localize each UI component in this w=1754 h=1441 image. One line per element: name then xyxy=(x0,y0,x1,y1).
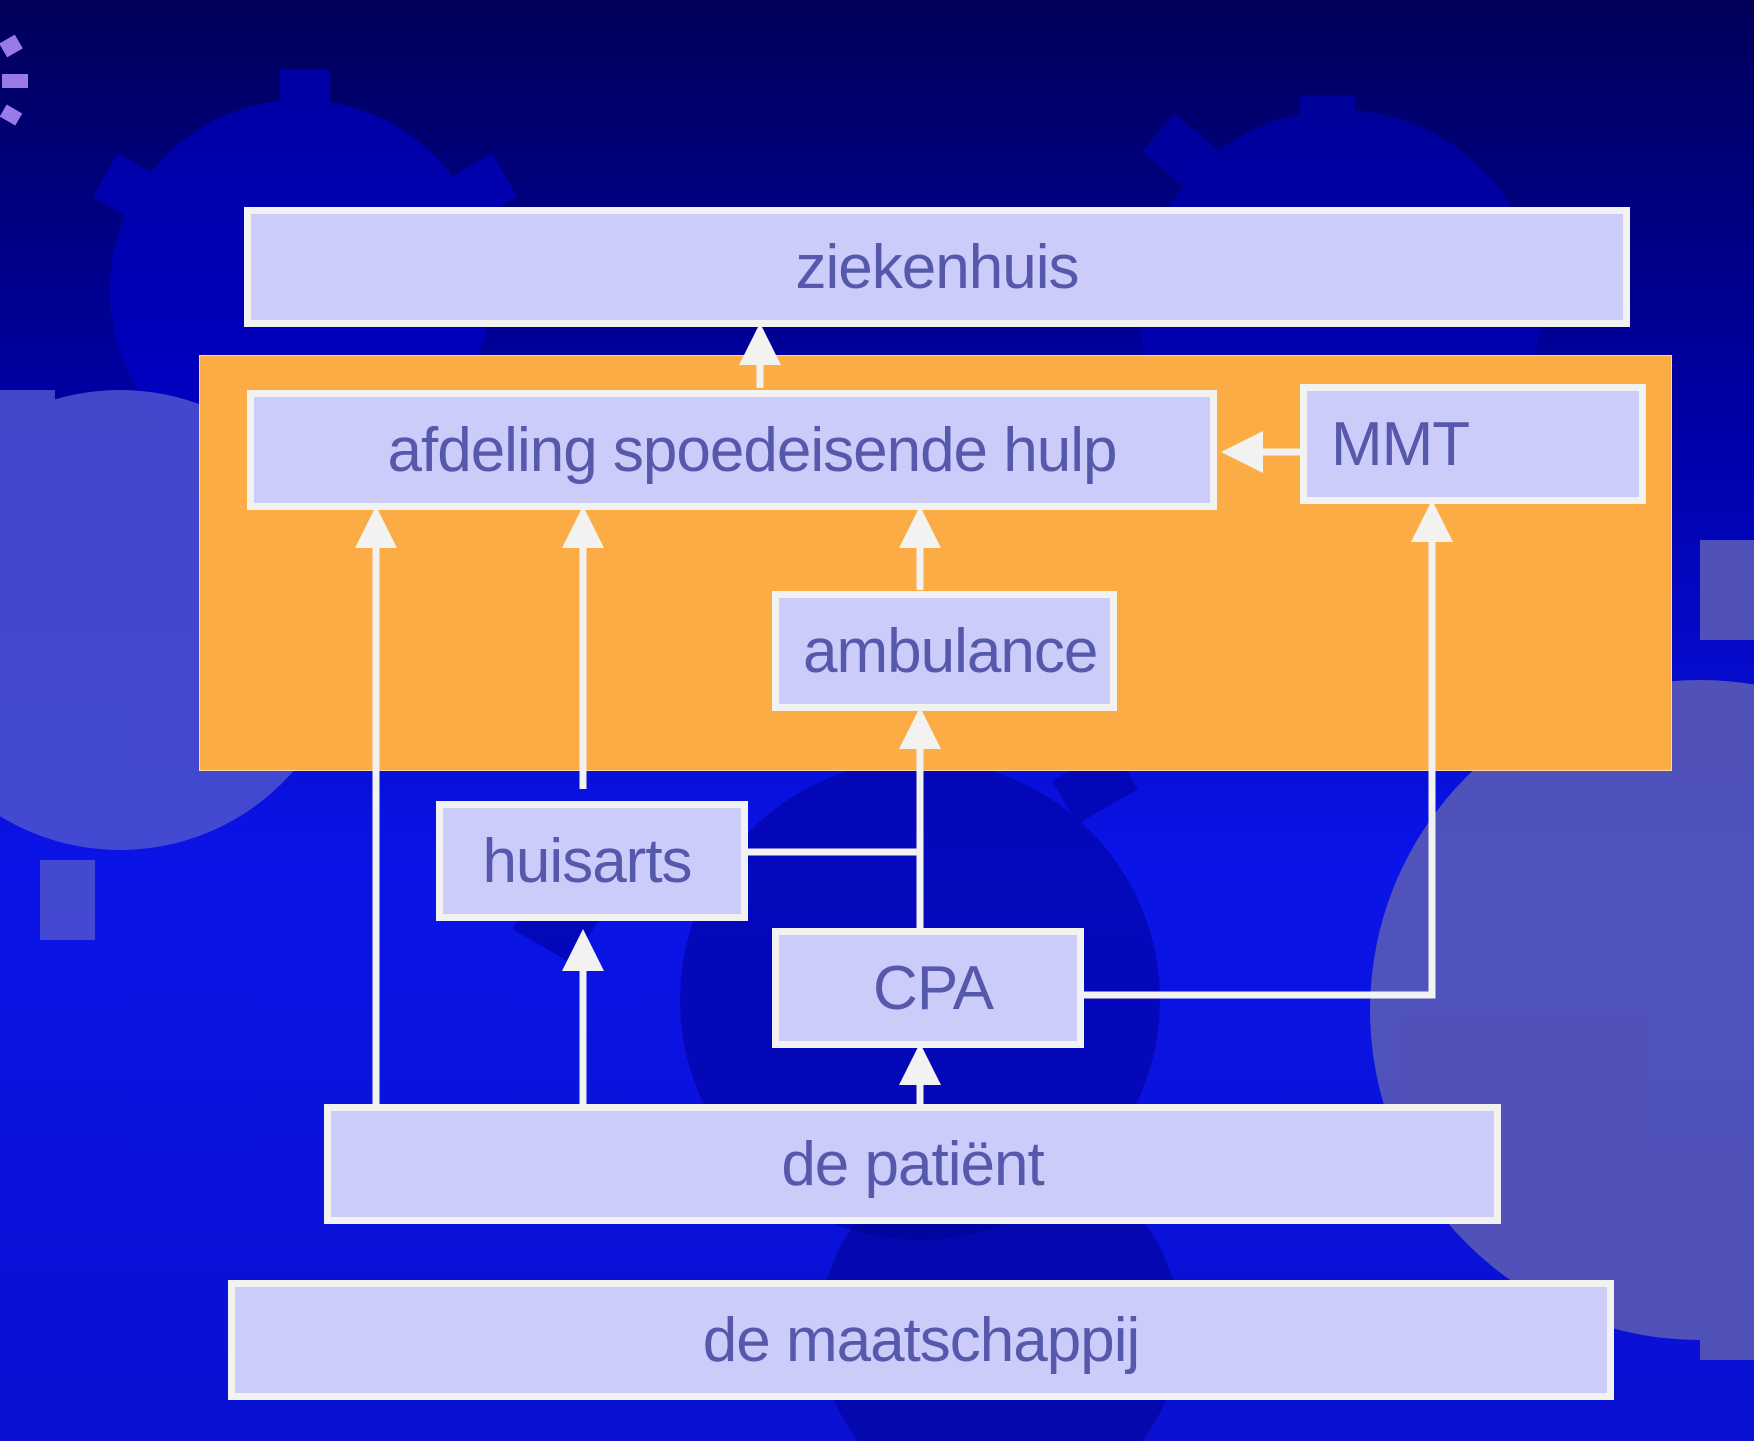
mmt-node: MMT xyxy=(1300,384,1646,504)
afdeling-spoedeisende-hulp-label: afdeling spoedeisende hulp xyxy=(387,415,1118,485)
edge-cpa-to-mmt xyxy=(1084,500,1453,999)
afdeling-spoedeisende-hulp-node: afdeling spoedeisende hulp xyxy=(247,390,1217,510)
de-patient-node: de patiënt xyxy=(324,1104,1501,1224)
gear-icon-corner xyxy=(0,34,28,126)
ambulance-label: ambulance xyxy=(803,616,1098,686)
ziekenhuis-label: ziekenhuis xyxy=(795,232,1080,302)
ambulance-node: ambulance xyxy=(772,591,1117,711)
cpa-node: CPA xyxy=(772,928,1084,1048)
cpa-label: CPA xyxy=(873,953,994,1023)
huisarts-label: huisarts xyxy=(482,826,692,896)
ziekenhuis-node: ziekenhuis xyxy=(244,207,1630,327)
mmt-label: MMT xyxy=(1331,409,1470,479)
de-maatschappij-label: de maatschappij xyxy=(702,1305,1140,1375)
de-maatschappij-node: de maatschappij xyxy=(228,1280,1614,1400)
de-patient-label: de patiënt xyxy=(781,1129,1044,1199)
huisarts-node: huisarts xyxy=(436,801,748,921)
